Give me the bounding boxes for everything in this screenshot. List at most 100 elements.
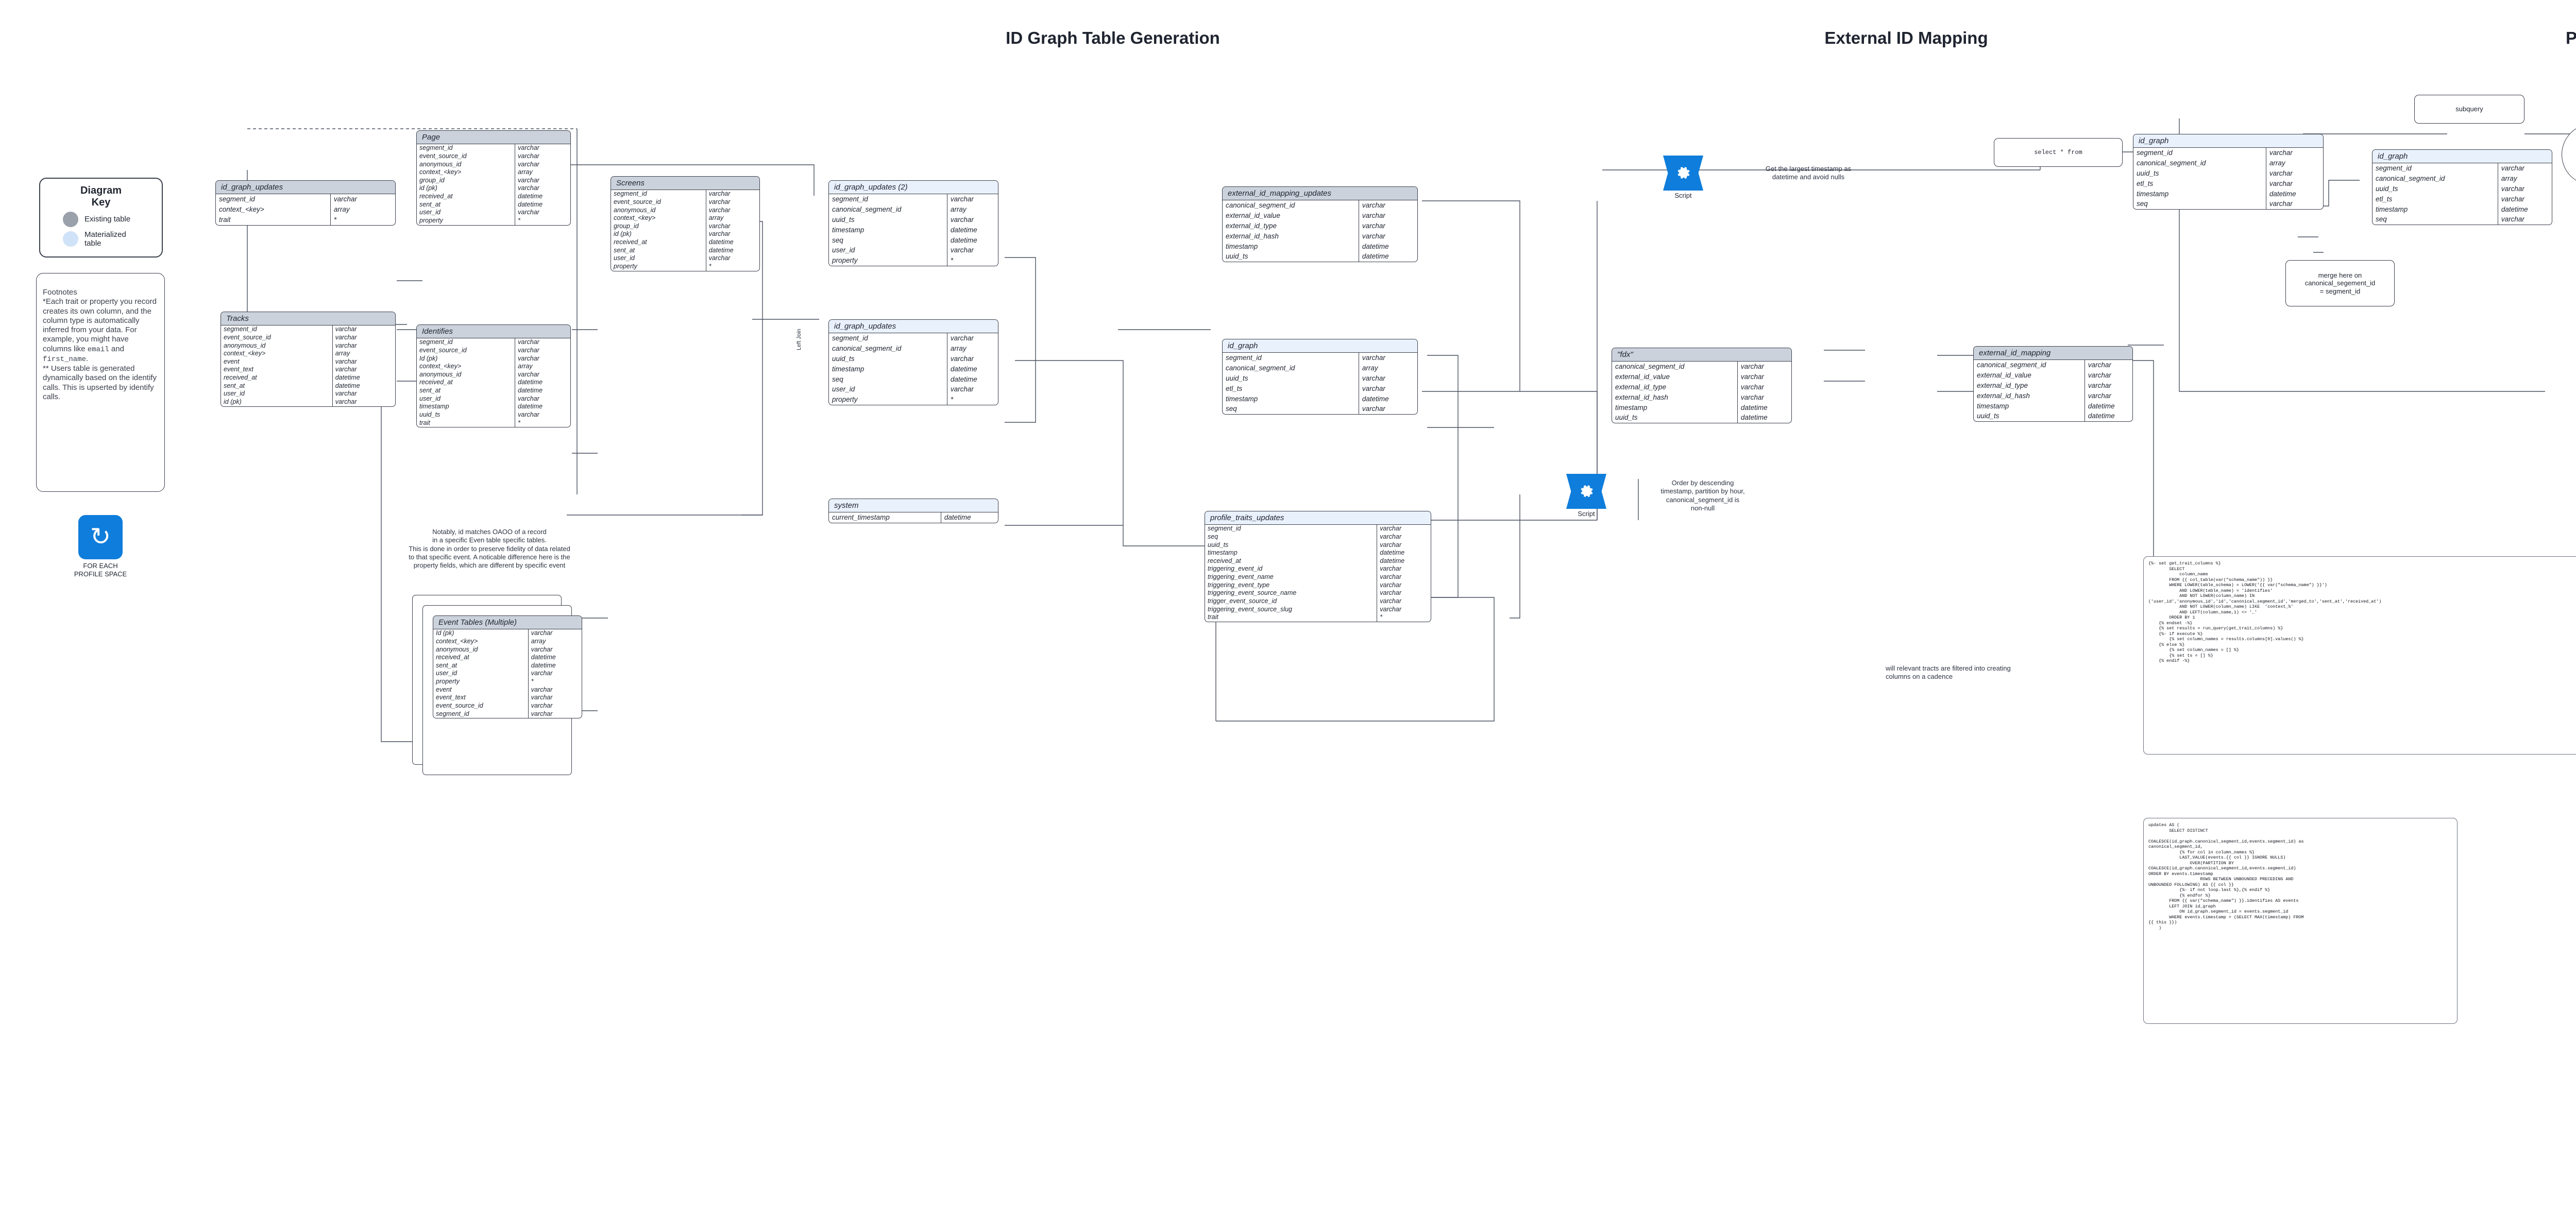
- column-type: varchar: [531, 629, 553, 637]
- column-type: *: [333, 215, 337, 224]
- script-node-order[interactable]: Script: [1566, 474, 1606, 518]
- column-type: varchar: [950, 334, 974, 342]
- script-node-timestamp[interactable]: Script: [1663, 156, 1703, 199]
- column-type: array: [1362, 364, 1378, 372]
- select-star-pill[interactable]: select * from: [1994, 138, 2123, 167]
- column-type: datetime: [1362, 395, 1389, 403]
- column-type: varchar: [1380, 589, 1401, 597]
- column-type: datetime: [950, 375, 977, 383]
- column-name: triggering_event_id: [1205, 565, 1378, 573]
- union-node[interactable]: Union: [2562, 124, 2576, 185]
- subquery-pill[interactable]: subquery: [2414, 95, 2524, 124]
- footnote-1: *Each trait or property you record creat…: [43, 297, 157, 364]
- gear-icon: [1663, 156, 1703, 191]
- column-name: trait: [216, 214, 331, 225]
- table-row: Id (pk)varchar: [417, 354, 570, 363]
- column-name: uuid_ts: [2133, 168, 2266, 179]
- column-name: event_source_id: [417, 346, 516, 355]
- column-type: array: [2501, 175, 2517, 183]
- column-type: varchar: [518, 354, 539, 362]
- column-name: timestamp: [2372, 204, 2498, 215]
- column-type: datetime: [708, 246, 734, 254]
- column-type: varchar: [518, 209, 539, 216]
- column-name: context_<key>: [417, 168, 516, 177]
- column-type: varchar: [518, 410, 539, 418]
- column-name: Id (pk): [417, 354, 516, 363]
- traits-filter-note: will relevant tracts are filtered into c…: [1886, 664, 2011, 681]
- script-label: Script: [1674, 192, 1692, 199]
- column-type: array: [333, 205, 350, 214]
- column-name: timestamp: [829, 225, 947, 235]
- column-name: seq: [829, 235, 947, 246]
- column-type: varchar: [2088, 361, 2111, 369]
- column-type: varchar: [1380, 533, 1401, 540]
- column-type: datetime: [2501, 205, 2528, 213]
- column-name: canonical_segment_id: [829, 204, 947, 215]
- column-type: varchar: [1380, 525, 1401, 533]
- column-type: varchar: [708, 222, 731, 230]
- column-name: external_id_hash: [1612, 392, 1738, 403]
- column-type: datetime: [2088, 402, 2115, 410]
- column-type: datetime: [1740, 414, 1768, 422]
- table-row: property*: [433, 678, 582, 686]
- table-row: property*: [417, 216, 570, 225]
- legend-item-existing: Existing table: [40, 209, 162, 227]
- column-name: property: [611, 262, 706, 271]
- column-name: seq: [1223, 404, 1359, 415]
- column-type: array: [950, 345, 967, 353]
- table-header: id_graph: [2372, 150, 2552, 164]
- column-name: triggering_event_source_slug: [1205, 605, 1378, 614]
- column-type: varchar: [1380, 605, 1401, 613]
- column-type: datetime: [518, 403, 543, 410]
- column-type: varchar: [2269, 200, 2293, 208]
- column-name: segment_id: [2133, 148, 2266, 159]
- column-name: sent_at: [417, 200, 516, 209]
- column-name: user_id: [611, 254, 706, 263]
- column-name: user_id: [221, 390, 333, 398]
- table-header: Screens: [611, 177, 759, 191]
- legend-item-materialized: Materialized table: [40, 227, 162, 248]
- left-join-vertical-label: Left Join: [796, 329, 802, 350]
- column-type: datetime: [518, 193, 543, 200]
- column-name: property: [433, 678, 529, 686]
- table-row: id (pk)varchar: [417, 184, 570, 193]
